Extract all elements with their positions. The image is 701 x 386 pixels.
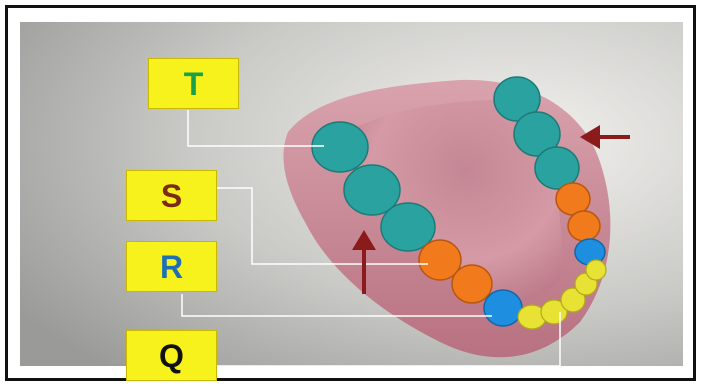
label-t: T — [148, 58, 239, 109]
label-q: Q — [126, 330, 217, 381]
label-q-text: Q — [159, 340, 184, 372]
canine-tooth — [484, 290, 522, 326]
label-s: S — [126, 170, 217, 221]
premolar-tooth — [568, 211, 600, 241]
jaw-illustration — [20, 22, 683, 366]
label-r: R — [126, 241, 217, 292]
premolar-tooth — [452, 265, 492, 303]
figure-frame: T S R Q — [5, 5, 696, 381]
label-r-text: R — [160, 251, 183, 283]
label-s-text: S — [161, 180, 182, 212]
incisor-tooth — [586, 260, 606, 280]
molar-tooth — [312, 122, 368, 172]
label-t-text: T — [184, 68, 204, 100]
premolar-tooth — [556, 183, 590, 215]
jaw-svg — [20, 22, 683, 366]
